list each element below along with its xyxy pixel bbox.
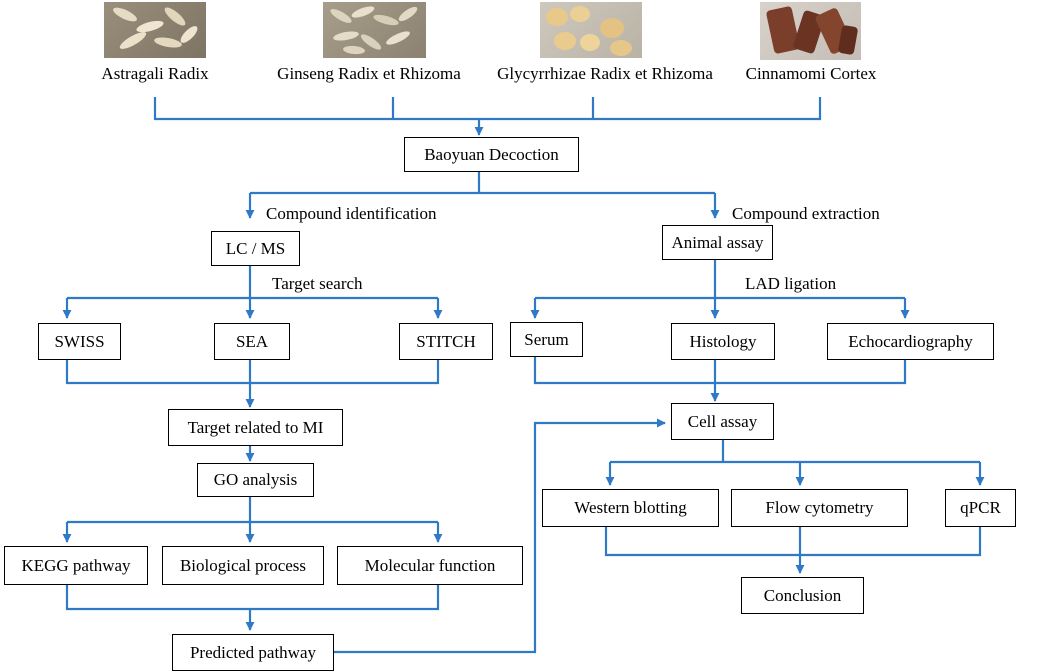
node-animal-assay: Animal assay <box>662 225 773 260</box>
cell-split-line <box>610 440 980 464</box>
go-split-line <box>67 497 438 524</box>
node-sea: SEA <box>214 323 290 360</box>
node-baoyuan-decoction: Baoyuan Decoction <box>404 137 579 172</box>
herb-label-astragali: Astragali Radix <box>101 64 209 83</box>
node-histology: Histology <box>671 323 775 360</box>
glycyrrhizae-slices-photo <box>540 2 642 58</box>
node-cell-assay: Cell assay <box>671 403 774 440</box>
ginseng-slices-photo <box>323 2 426 58</box>
label-compound-extraction: Compound extraction <box>732 204 880 223</box>
node-kegg-pathway: KEGG pathway <box>4 546 148 585</box>
herb-label-cinnamomi: Cinnamomi Cortex <box>745 64 877 83</box>
enrichment-merge-line <box>65 585 440 611</box>
node-swiss: SWISS <box>38 323 121 360</box>
node-qpcr: qPCR <box>945 489 1016 527</box>
node-echocardiography: Echocardiography <box>827 323 994 360</box>
cinnamomi-bark-photo <box>760 2 861 60</box>
node-western-blotting: Western blotting <box>542 489 719 527</box>
node-lc-ms: LC / MS <box>211 231 300 266</box>
node-go-analysis: GO analysis <box>197 463 314 497</box>
node-molecular-function: Molecular function <box>337 546 523 585</box>
label-lad-ligation: LAD ligation <box>745 274 837 293</box>
assay-merge-line <box>604 527 982 557</box>
astragali-slices-photo <box>104 2 206 58</box>
node-target-related-to-mi: Target related to MI <box>168 409 343 446</box>
node-biological-process: Biological process <box>162 546 324 585</box>
decoction-split-line <box>250 172 715 195</box>
animal-merge-line <box>533 357 907 385</box>
databases-merge-line <box>65 360 440 385</box>
lcms-split-line <box>67 266 438 300</box>
herb-label-glycyrrhizae: Glycyrrhizae Radix et Rhizoma <box>497 64 713 83</box>
node-predicted-pathway: Predicted pathway <box>172 634 334 671</box>
node-stitch: STITCH <box>399 323 493 360</box>
label-compound-identification: Compound identification <box>266 204 437 223</box>
node-serum: Serum <box>510 322 583 357</box>
predicted-to-cell-line <box>334 418 666 654</box>
animal-split-line <box>535 260 905 300</box>
node-flow-cytometry: Flow cytometry <box>731 489 908 527</box>
label-target-search: Target search <box>272 274 363 293</box>
node-conclusion: Conclusion <box>741 577 864 614</box>
herbs-merge-line <box>153 97 822 121</box>
herb-label-ginseng: Ginseng Radix et Rhizoma <box>277 64 461 83</box>
